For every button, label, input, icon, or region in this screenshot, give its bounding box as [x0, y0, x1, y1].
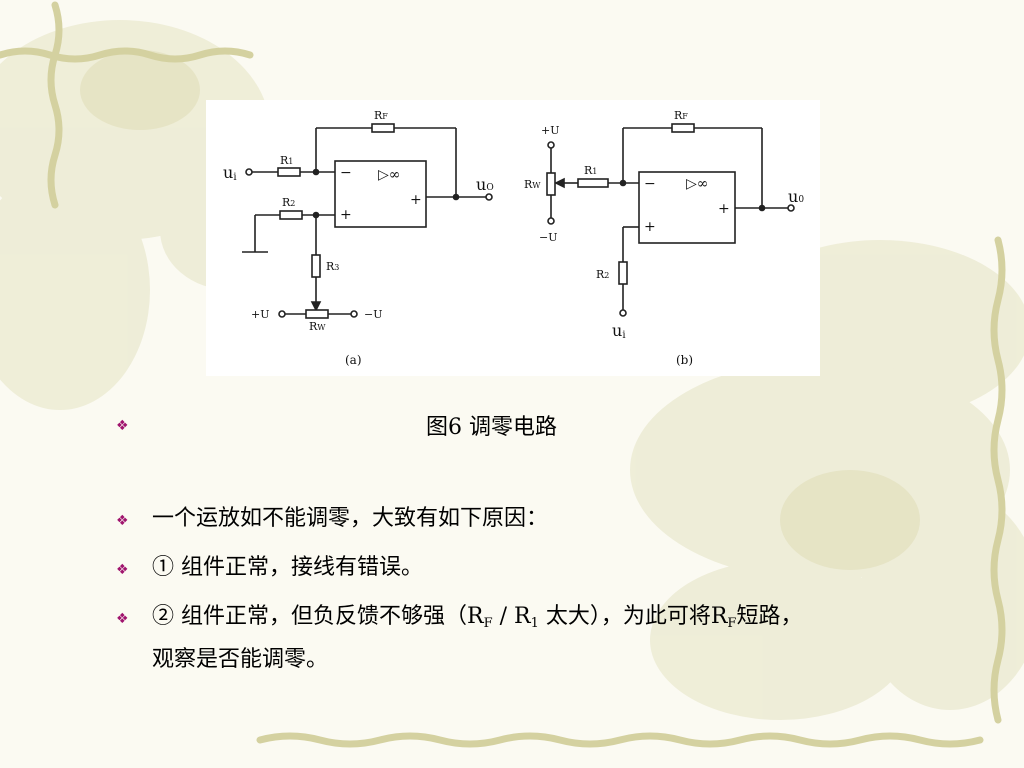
bullet-icon: ❖ [116, 562, 129, 578]
label-b-plus-input: + [644, 219, 656, 235]
bullet-icon: ❖ [116, 513, 129, 529]
label-a-minus-u: −U [364, 308, 383, 321]
figure-caption: 图6 调零电路 [426, 415, 557, 440]
circuit-a [242, 123, 493, 319]
label-b-rw: RW [524, 178, 541, 191]
label-b-ui: ui [612, 321, 626, 341]
label-b-plus-u: +U [541, 124, 560, 137]
label-a-rw: RW [309, 320, 326, 333]
label-a-r2: R2 [282, 196, 295, 209]
label-b-r1: R1 [584, 164, 597, 177]
bullet-icon: ❖ [116, 418, 129, 434]
label-b-opamp-symbol: ▷∞ [686, 176, 708, 192]
label-b-rf: RF [674, 109, 688, 122]
label-a-rf: RF [374, 109, 388, 122]
circuit-figure: ui R1 R2 RF R3 RW uO +U −U − + + ▷∞ (a) … [206, 100, 820, 376]
label-b-plus-output: + [718, 201, 730, 217]
bullet-item-2: ② 组件正常，但负反馈不够强（RF / R1 太大），为此可将RF短路， [152, 604, 803, 631]
bullet-icon: ❖ [116, 611, 129, 627]
label-a-opamp-symbol: ▷∞ [378, 167, 400, 183]
label-b-minus-input: − [644, 176, 656, 192]
label-a-r3: R3 [326, 260, 339, 273]
bullet-item-2-continued: 观察是否能调零。 [152, 647, 329, 672]
label-a-r1: R1 [280, 154, 293, 167]
label-a-plus-input: + [340, 207, 352, 223]
label-b-minus-u: −U [539, 231, 558, 244]
label-a-minus-input: − [340, 165, 352, 181]
circuit-b [546, 123, 795, 317]
bullet-item-1: ① 组件正常，接线有错误。 [152, 555, 423, 580]
caption-b: (b) [676, 353, 693, 367]
label-b-r2: R2 [596, 268, 609, 281]
bullet-intro: 一个运放如不能调零，大致有如下原因： [152, 506, 549, 531]
label-a-plus-u: +U [251, 308, 270, 321]
caption-a: (a) [345, 353, 362, 367]
label-a-uo: uO [476, 175, 494, 194]
label-a-plus-output: + [410, 192, 422, 208]
label-b-uo: u0 [788, 187, 804, 206]
label-a-ui: ui [223, 163, 237, 183]
